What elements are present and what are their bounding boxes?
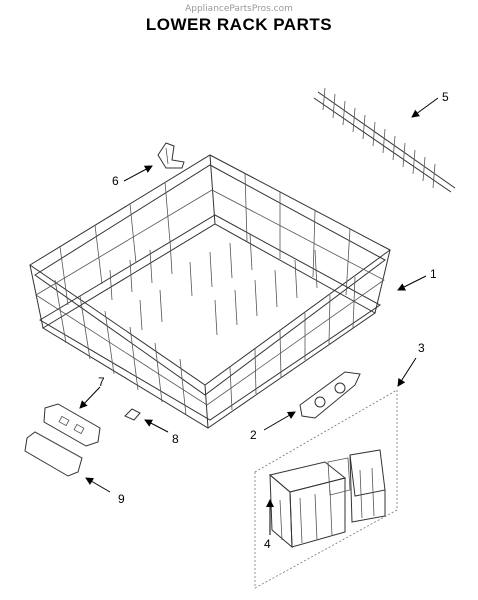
callout-3[interactable]: 3 — [418, 341, 425, 355]
leader-7 — [79, 386, 101, 409]
leader-2 — [263, 411, 296, 431]
leader-8 — [144, 419, 169, 433]
callout-7[interactable]: 7 — [98, 375, 105, 389]
silverware-basket-part[interactable] — [254, 389, 398, 589]
pin-part[interactable] — [124, 408, 141, 421]
tine-row-part[interactable] — [313, 87, 456, 193]
callout-1[interactable]: 1 — [430, 267, 437, 281]
callout-5[interactable]: 5 — [442, 90, 449, 104]
callout-8[interactable]: 8 — [172, 432, 179, 446]
leader-1 — [397, 275, 427, 291]
callout-9[interactable]: 9 — [118, 492, 125, 506]
page-title: LOWER RACK PARTS — [145, 15, 333, 34]
leader-6 — [123, 165, 153, 182]
leader-3 — [397, 357, 417, 387]
leader-9 — [85, 477, 111, 493]
watermark: AppliancePartsPros.com — [185, 4, 293, 14]
callout-4[interactable]: 4 — [264, 537, 271, 551]
callout-2[interactable]: 2 — [250, 428, 257, 442]
callout-6[interactable]: 6 — [112, 174, 119, 188]
rack-clip-part[interactable] — [157, 142, 185, 169]
wheel-assembly-part[interactable] — [299, 371, 361, 419]
leader-5 — [411, 97, 439, 118]
lower-rack-part[interactable] — [29, 154, 391, 429]
handle-cover-part[interactable] — [24, 431, 83, 477]
handle-base-part[interactable] — [43, 403, 101, 447]
